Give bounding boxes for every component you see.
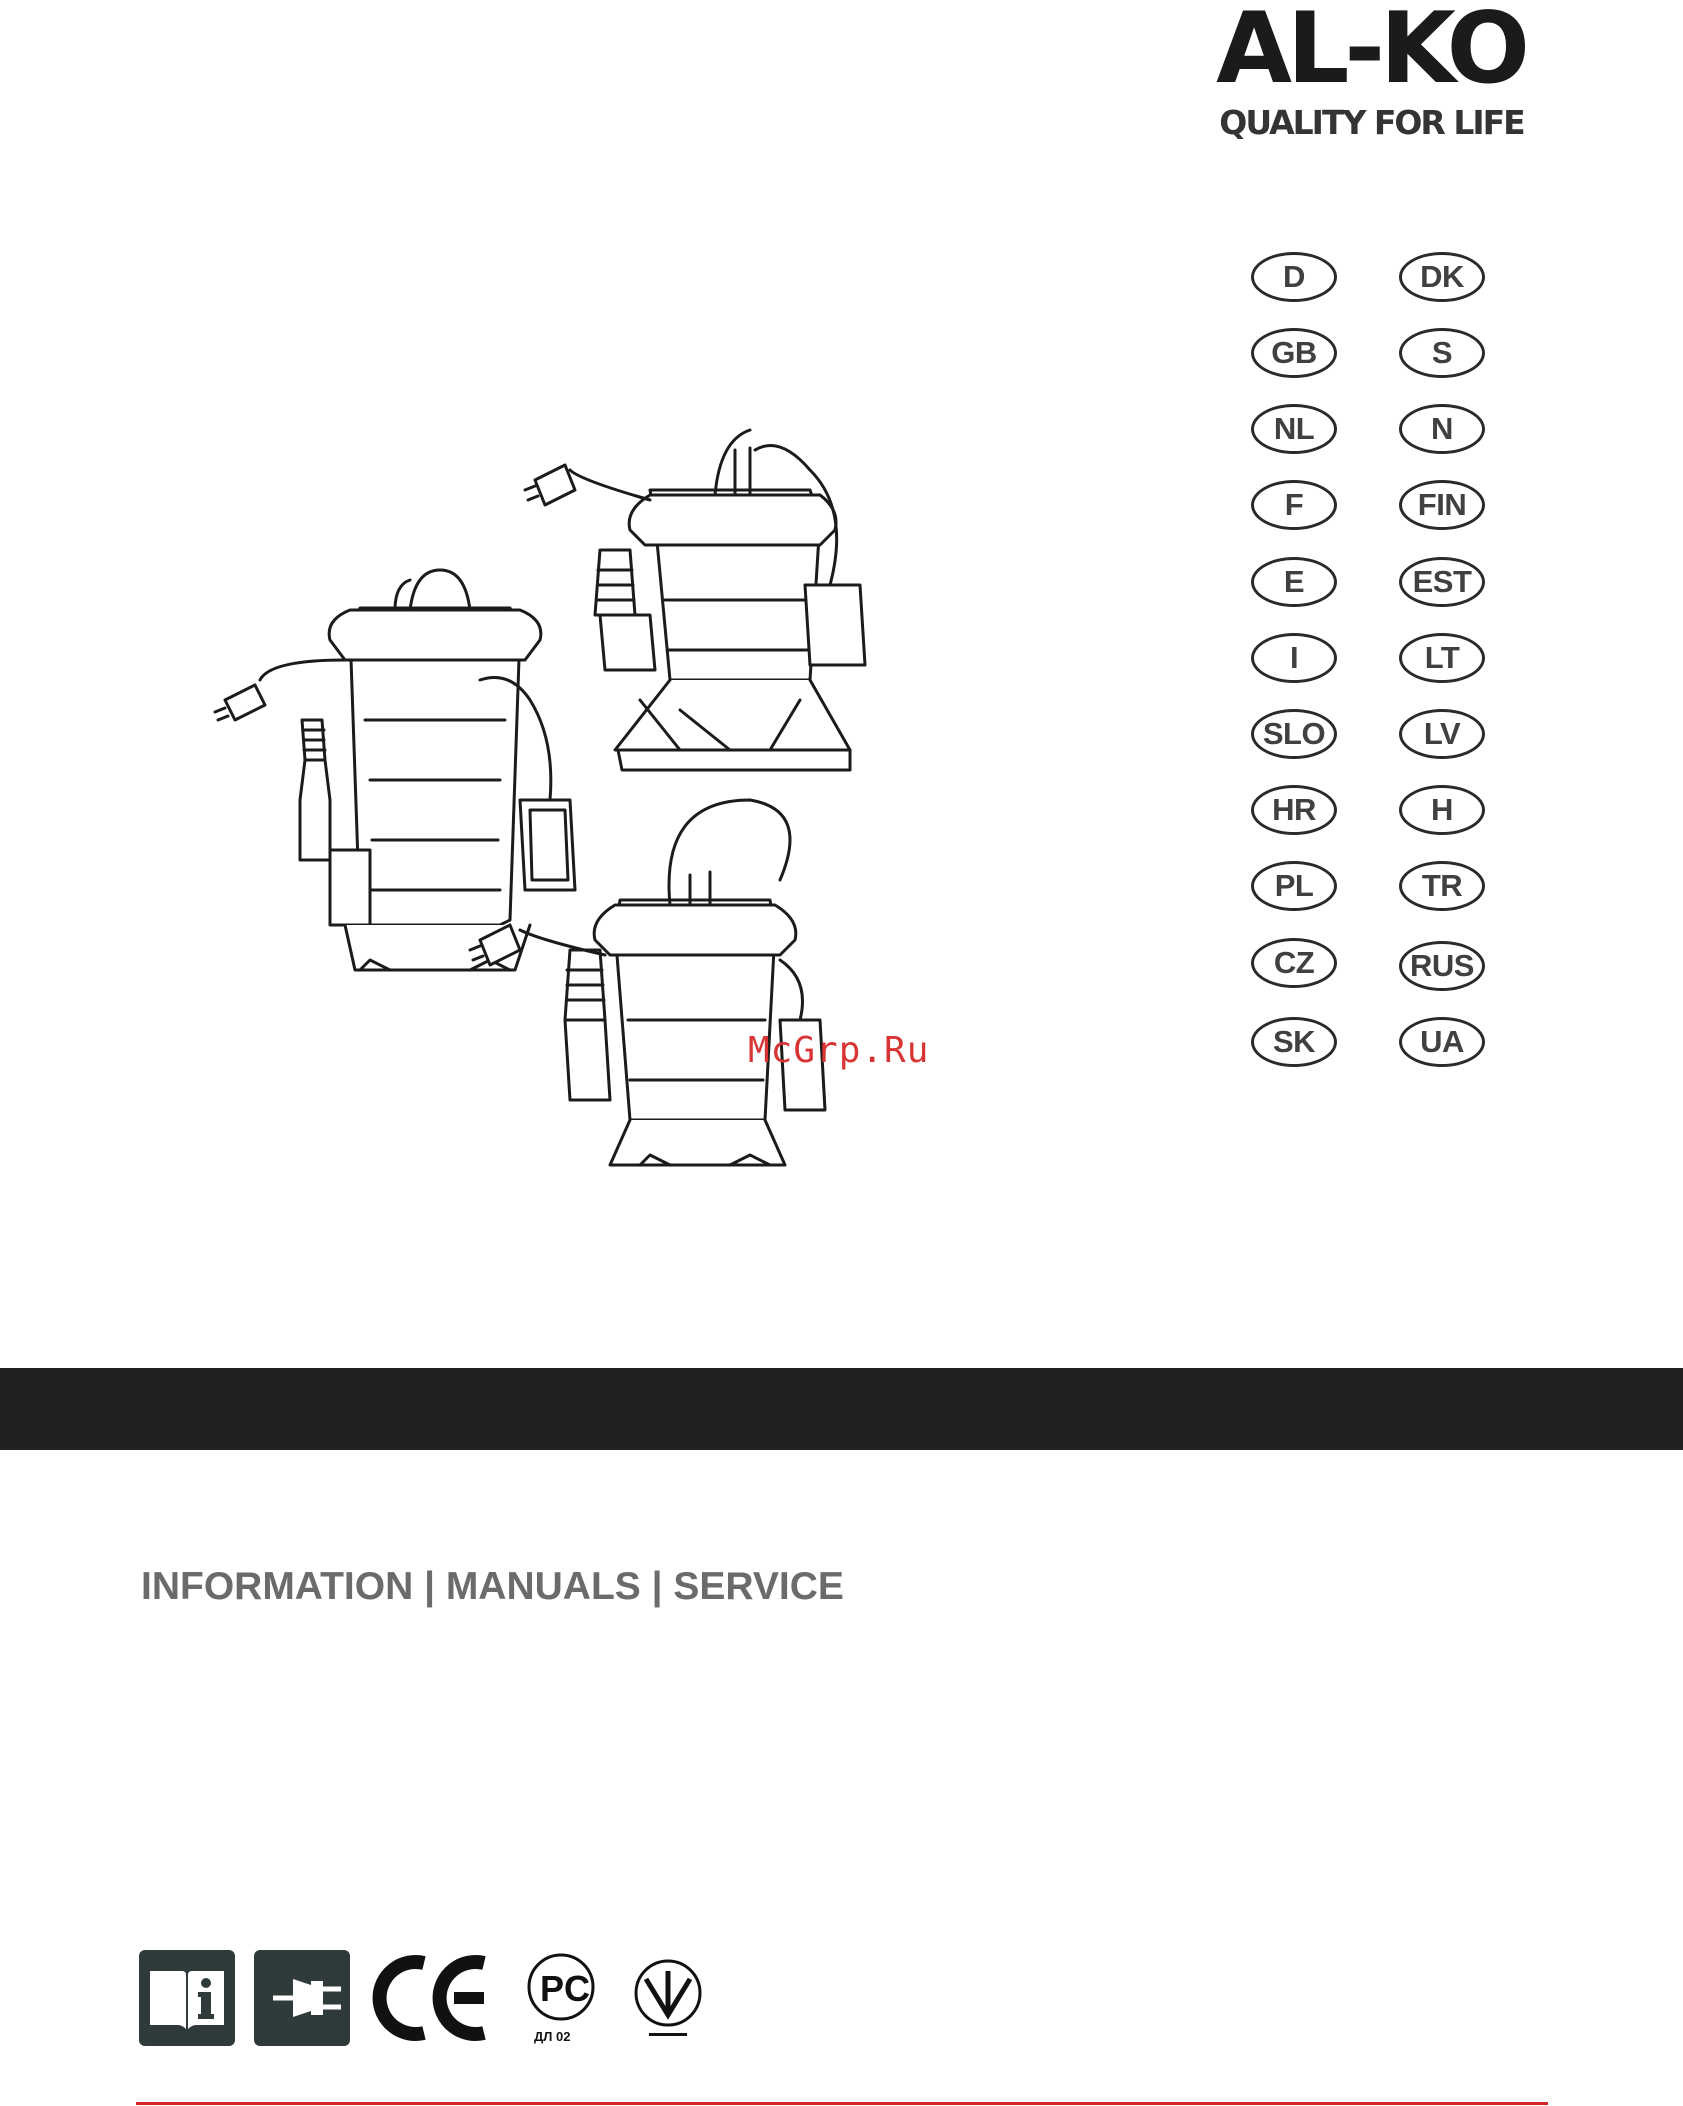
- lang-badge: LV: [1399, 709, 1485, 759]
- logo-wordmark: AL-KO: [1198, 0, 1543, 98]
- lang-badge: DK: [1399, 252, 1485, 302]
- lang-badge: LT: [1399, 633, 1485, 683]
- lang-badge: F: [1251, 480, 1337, 530]
- lang-badge: HR: [1251, 785, 1337, 835]
- gost-mark-letters: PC: [540, 1968, 590, 2009]
- lang-badge: RUS: [1399, 941, 1485, 991]
- lang-badge: D: [1251, 252, 1337, 302]
- lang-badge: SK: [1251, 1017, 1337, 1067]
- ukrainian-conformity-icon: [629, 1949, 707, 2047]
- brand-logo: AL-KO QUALITY FOR LIFE: [1198, 0, 1543, 160]
- lang-badge: SLO: [1251, 709, 1337, 759]
- certification-symbols: PC ДЛ 02: [138, 1949, 708, 2049]
- gost-r-mark-icon: PC ДЛ 02: [523, 1949, 601, 2047]
- lang-badge: FIN: [1399, 480, 1485, 530]
- lang-badge: N: [1399, 404, 1485, 454]
- lang-badge: E: [1251, 557, 1337, 607]
- footer-accent-line: [136, 2102, 1548, 2105]
- unplug-icon: [253, 1949, 351, 2047]
- lang-badge: NL: [1251, 404, 1337, 454]
- lang-badge: CZ: [1251, 938, 1337, 988]
- pump-right-drawing: [525, 430, 865, 770]
- lang-badge: EST: [1399, 557, 1485, 607]
- title-band: [0, 1368, 1683, 1450]
- lang-badge: UA: [1399, 1017, 1485, 1067]
- gost-code: ДЛ 02: [534, 2029, 570, 2044]
- lang-badge: S: [1399, 328, 1485, 378]
- info-manuals-service: INFORMATION | MANUALS | SERVICE: [141, 1565, 844, 1609]
- logo-tagline: QUALITY FOR LIFE: [1200, 106, 1543, 139]
- lang-badge: TR: [1399, 861, 1485, 911]
- lang-badge: GB: [1251, 328, 1337, 378]
- pump-left-drawing: [215, 570, 575, 970]
- lang-badge: H: [1399, 785, 1485, 835]
- watermark-text: McGrp.Ru: [748, 1030, 929, 1071]
- lang-badge: I: [1251, 633, 1337, 683]
- ce-mark-icon: [368, 1949, 492, 2047]
- read-manual-icon: [138, 1949, 236, 2047]
- lang-badge: PL: [1251, 861, 1337, 911]
